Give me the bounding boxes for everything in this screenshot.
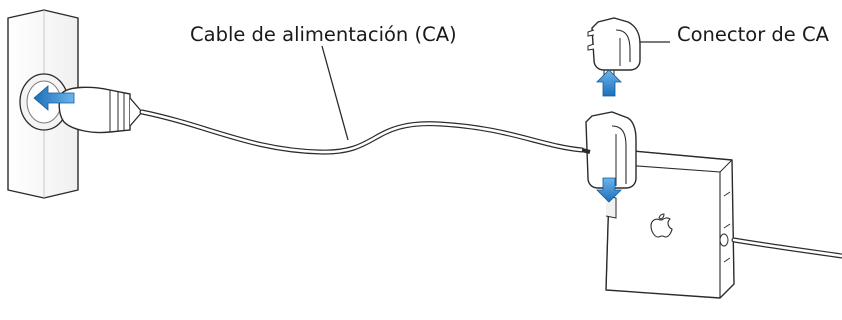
arrow-up-icon (596, 69, 622, 97)
arrow-down-icon (596, 177, 622, 203)
arrow-left-icon (33, 85, 75, 111)
cable-leader-line (321, 45, 349, 141)
ac-connector-label: Conector de CA (677, 23, 829, 46)
adapter-output-cord (719, 233, 842, 259)
wall-plug (58, 86, 143, 134)
power-cable (139, 109, 585, 155)
power-cable-label: Cable de alimentación (CA) (190, 23, 457, 46)
apple-logo-icon (650, 213, 673, 238)
ac-connector-detached (587, 17, 641, 77)
ac-connector-attached (581, 111, 637, 189)
